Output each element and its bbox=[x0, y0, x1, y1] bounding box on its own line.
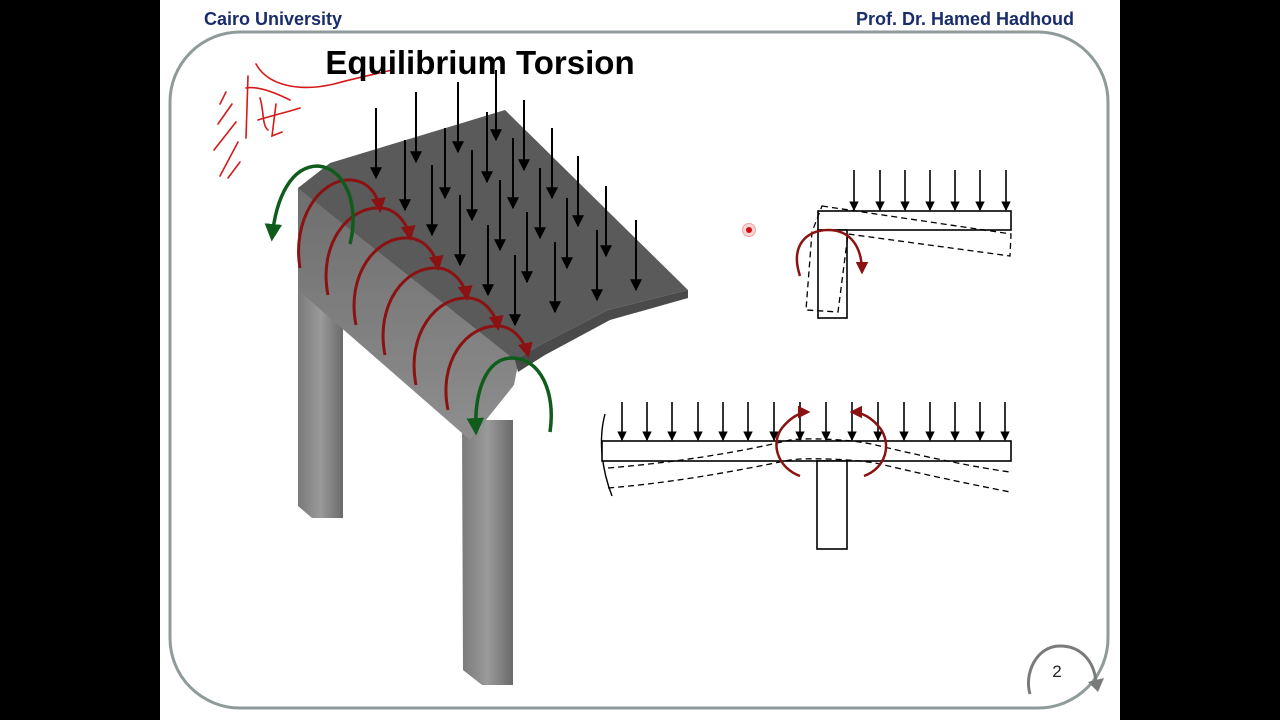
end-torsion-reactions bbox=[264, 164, 553, 436]
left-end-torsion-arrow bbox=[264, 164, 355, 245]
sketch-stroke bbox=[259, 97, 269, 131]
torsion-arrow bbox=[324, 206, 416, 296]
edge-beam-section bbox=[817, 229, 848, 319]
interior-beam-section bbox=[816, 460, 848, 550]
edge-beam bbox=[298, 188, 520, 440]
sketch-hatch bbox=[227, 161, 241, 179]
deformed-slab-bottom bbox=[607, 458, 1011, 493]
sketch-stroke bbox=[257, 107, 301, 121]
sketch-curve bbox=[245, 86, 291, 101]
slide-frame bbox=[168, 30, 1110, 710]
torsion-moment-arrows bbox=[297, 178, 533, 411]
torsion-arrow bbox=[412, 296, 504, 386]
sketch-stroke bbox=[245, 75, 249, 139]
slide-title: Equilibrium Torsion bbox=[325, 44, 635, 81]
t-section-diagram bbox=[600, 402, 1012, 550]
torsion-arrow-right bbox=[849, 405, 888, 478]
right-end-torsion-arrow bbox=[466, 356, 553, 436]
cantilever-slab bbox=[817, 210, 1012, 231]
l-section-diagram bbox=[795, 170, 1012, 319]
right-column bbox=[462, 420, 513, 685]
torsion-arrow-left bbox=[775, 405, 811, 478]
torsion-arrow bbox=[381, 266, 473, 356]
torsion-arrow bbox=[352, 236, 444, 326]
sketch-curve bbox=[255, 63, 393, 89]
left-column bbox=[298, 255, 343, 518]
continuous-slab bbox=[601, 440, 1012, 462]
slab-load-arrows bbox=[370, 70, 642, 327]
torsion-arrow bbox=[444, 324, 533, 411]
deformed-shape bbox=[805, 205, 1012, 313]
slide-number: 2 bbox=[1052, 662, 1062, 681]
handwritten-sketch bbox=[213, 63, 393, 179]
sketch-hatch bbox=[219, 91, 227, 105]
sketch-hatch bbox=[219, 141, 239, 177]
header-author: Prof. Dr. Hamed Hadhoud bbox=[855, 9, 1074, 29]
slab-edge bbox=[515, 290, 688, 372]
header-institution: Cairo University bbox=[204, 9, 343, 29]
sketch-stroke bbox=[271, 103, 283, 138]
laser-pointer bbox=[742, 223, 756, 237]
sketch-hatch bbox=[217, 103, 233, 125]
torsion-arrow bbox=[795, 228, 869, 277]
slab-beam-3d-model bbox=[298, 110, 688, 685]
next-slide-icon[interactable] bbox=[1024, 642, 1108, 702]
slab-top bbox=[298, 110, 688, 360]
sketch-hatch bbox=[213, 121, 237, 151]
deformed-slab-top bbox=[607, 438, 1011, 473]
